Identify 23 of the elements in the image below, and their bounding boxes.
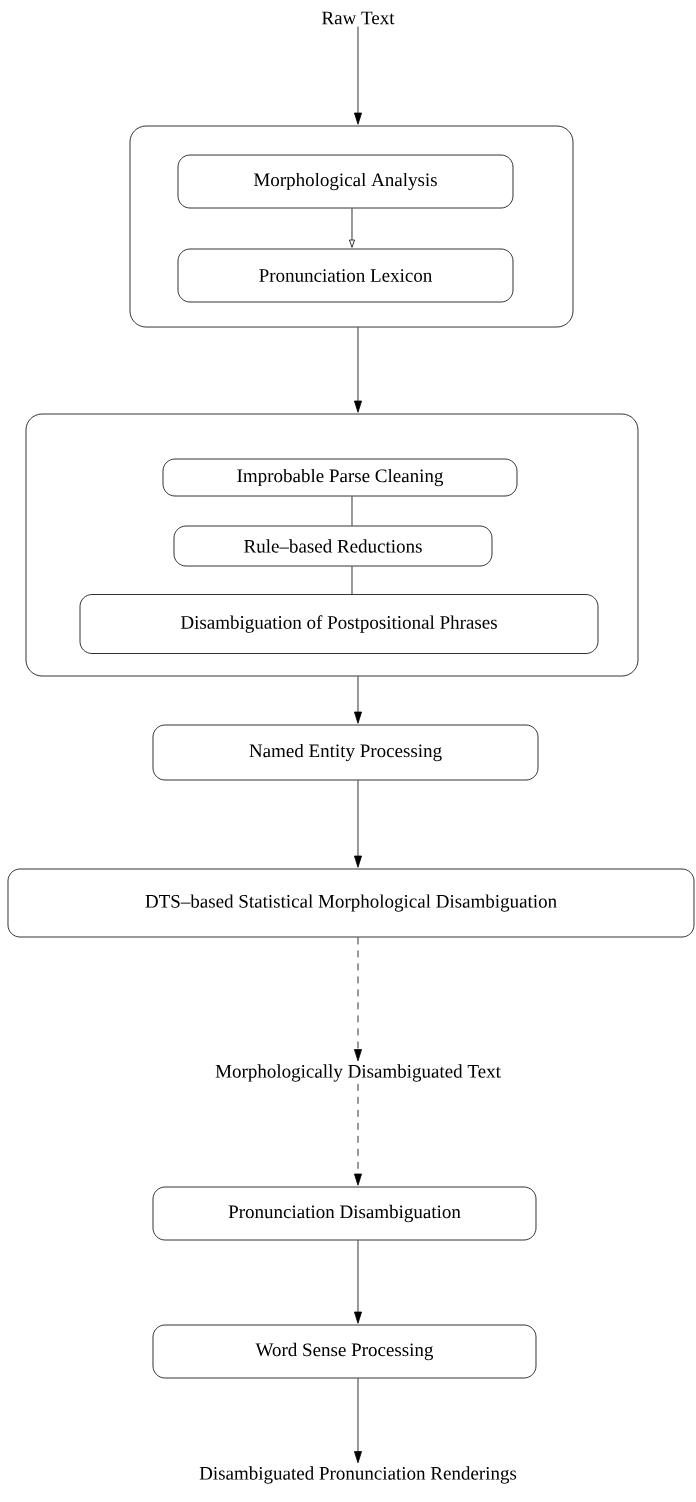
arrow [354, 1083, 362, 1186]
flow-text: Disambiguated Pronunciation Renderings [199, 1466, 517, 1484]
group-box [129, 125, 574, 328]
process-box: Rule–based Reductions [173, 525, 493, 567]
arrow [354, 676, 362, 724]
arrow [354, 26, 362, 125]
arrow [349, 208, 355, 248]
process-box: Pronunciation Disambiguation [152, 1186, 537, 1241]
process-box: Pronunciation Lexicon [177, 248, 514, 303]
process-box: Improbable Parse Cleaning [162, 458, 518, 497]
flow-text: Morphologically Disambiguated Text [215, 1064, 501, 1082]
process-box: Named Entity Processing [152, 724, 539, 781]
process-box: DTS–based Statistical Morphological Disambiguation [7, 868, 695, 938]
arrow [354, 780, 362, 868]
process-box: Morphological Analysis [177, 154, 514, 209]
arrow [354, 1240, 362, 1324]
flow-text: Raw Text [322, 11, 395, 25]
arrow [354, 1378, 362, 1464]
arrow [354, 327, 362, 413]
process-box: Word Sense Processing [152, 1324, 537, 1379]
arrow [354, 937, 362, 1062]
group-box [25, 413, 639, 677]
process-box: Disambiguation of Postpositional Phrases [79, 594, 599, 654]
